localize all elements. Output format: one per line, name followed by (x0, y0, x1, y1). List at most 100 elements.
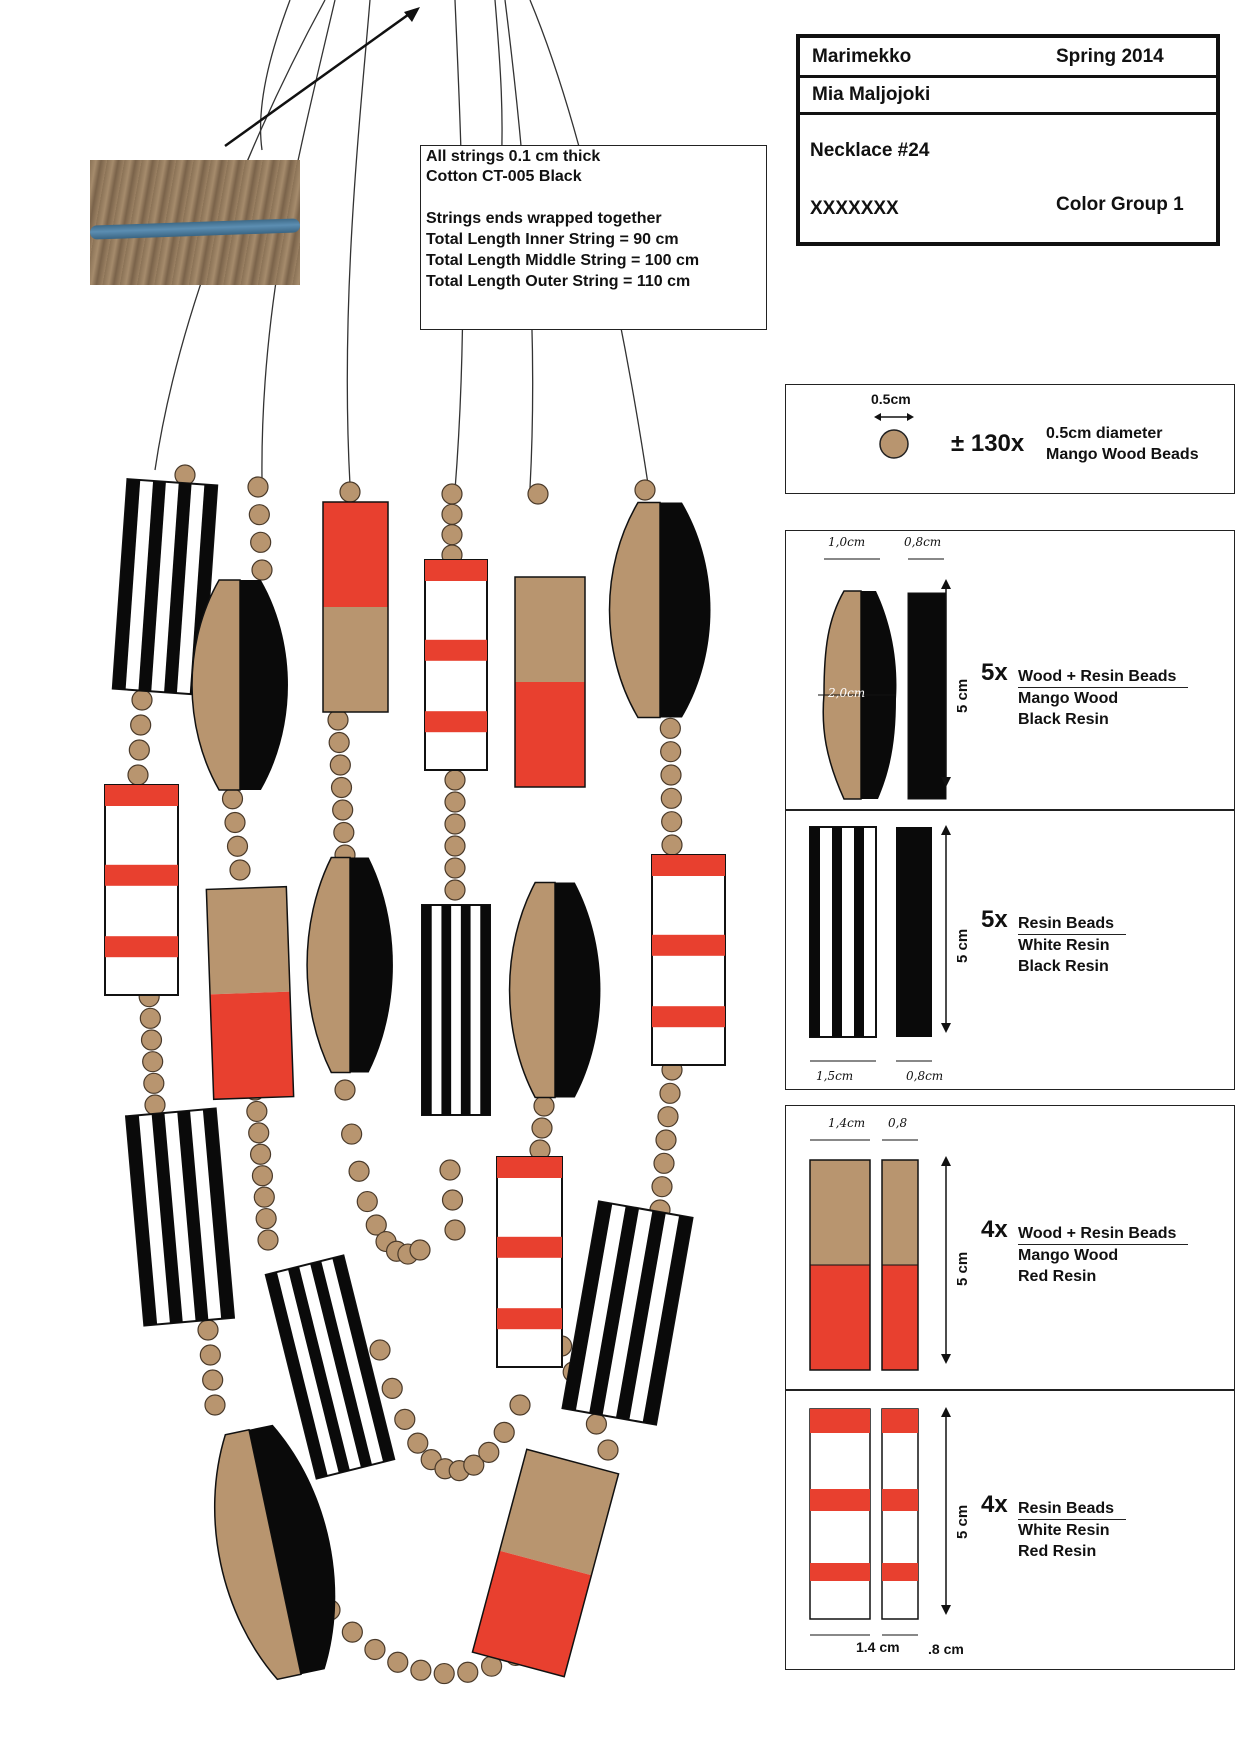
small-wood-bead (441, 483, 463, 505)
small-wood-bead (247, 476, 269, 498)
small-wood-bead (332, 799, 354, 821)
length-arrow (941, 825, 951, 1033)
spec-line: Total Length Inner String = 90 cm (426, 231, 679, 248)
small-wood-bead (407, 1432, 429, 1454)
length-arrow (941, 1156, 951, 1364)
width-a-label: 1,4cm (828, 1116, 866, 1130)
small-wood-bead (463, 1454, 485, 1476)
small-wood-bead (444, 857, 466, 879)
string-swatch-image (89, 160, 301, 285)
swatch-arrow-head (404, 7, 420, 22)
bead-quantity: 5x (981, 659, 1008, 686)
small-wood-bead (444, 791, 466, 813)
small-wood-bead (144, 1094, 166, 1116)
small-wood-bead (410, 1659, 432, 1681)
bead-quantity: 4x (981, 1216, 1008, 1243)
small-wood-bead (441, 503, 463, 525)
wood-red-resin-bead (514, 576, 586, 788)
small-wood-bead (444, 769, 466, 791)
white-red-resin-bead (104, 784, 179, 996)
bead-title: Wood + Resin Beads (1018, 1223, 1189, 1245)
small-wood-bead (657, 1106, 679, 1128)
designer-name: Mia Maljojoki (812, 84, 931, 105)
small-wood-bead (142, 1051, 164, 1073)
width-b-label: .8 cm (928, 1641, 964, 1657)
white-red-bead-drawing (809, 1408, 919, 1636)
small-wood-bead (651, 1176, 673, 1198)
legend-wood-red-beads: 1,4cm 0,8 5 cm 4x Wood + Resin Beads Man… (785, 1105, 1235, 1390)
small-wood-bead (253, 1186, 275, 1208)
small-wood-bead (659, 1082, 681, 1104)
wood-black-resin-bead (608, 501, 711, 719)
small-bead-line2: Mango Wood Beads (1046, 446, 1199, 463)
length-arrow (941, 579, 951, 787)
small-wood-bead (509, 1394, 531, 1416)
item-name: Necklace #24 (810, 140, 930, 161)
small-wood-bead (197, 1319, 219, 1341)
small-wood-bead (327, 709, 349, 731)
spec-line: Cotton CT-005 Black (426, 168, 582, 185)
title-row: Marimekko Spring 2014 (800, 38, 1216, 78)
bead-material1: White Resin (1018, 937, 1110, 954)
white-black-bead-drawing (809, 826, 932, 1062)
small-wood-bead (257, 1229, 279, 1251)
width-a-label: 1.4 cm (856, 1639, 900, 1655)
small-wood-bead (139, 1007, 161, 1029)
bead-material1: White Resin (1018, 1522, 1110, 1539)
small-wood-bead (527, 483, 549, 505)
bead-description: Wood + Resin Beads Mango Wood Black Resi… (1018, 666, 1189, 730)
small-wood-bead (328, 731, 350, 754)
length-label: 5 cm (954, 1251, 971, 1286)
swatch-arrow (224, 10, 413, 148)
small-wood-bead (441, 1189, 464, 1211)
small-wood-bead (221, 788, 244, 810)
small-wood-bead (661, 811, 683, 833)
necklace-sketch (104, 0, 726, 1685)
small-wood-bead (444, 813, 466, 835)
white-black-resin-bead (264, 1254, 396, 1480)
width-a-label: 1,0cm (828, 535, 866, 549)
small-wood-bead (251, 1165, 274, 1187)
small-bead-line1: 0.5cm diameter (1046, 425, 1163, 442)
small-wood-bead (409, 1239, 431, 1261)
wood-red-resin-bead (322, 501, 389, 713)
wood-black-bead-drawing (818, 558, 947, 800)
spec-line: Total Length Middle String = 100 cm (426, 252, 700, 269)
white-black-resin-bead (124, 1107, 236, 1327)
small-wood-bead (250, 531, 272, 553)
blue-cord (89, 218, 301, 240)
small-wood-bead (655, 1129, 677, 1151)
small-wood-bead (457, 1661, 479, 1683)
bead-material2: Red Resin (1018, 1543, 1097, 1560)
small-wood-bead (348, 1160, 370, 1182)
small-wood-bead (597, 1439, 619, 1461)
small-wood-bead (128, 739, 150, 761)
wood-red-resin-bead (471, 1448, 620, 1678)
wood-black-resin-bead (191, 579, 288, 791)
small-bead-quantity: ± 130x (951, 430, 1025, 457)
bead-description: Wood + Resin Beads Mango Wood Red Resin (1018, 1223, 1189, 1287)
bead-description: Resin Beads White Resin Red Resin (1018, 1498, 1127, 1562)
small-wood-bead (356, 1190, 378, 1213)
length-arrow (941, 1407, 951, 1615)
spec-line: Strings ends wrapped together (426, 210, 662, 227)
small-bead-description: 0.5cm diameter Mango Wood Beads (1046, 423, 1199, 465)
small-wood-bead (204, 1394, 226, 1416)
small-wood-bead (130, 714, 152, 736)
legend-small-beads: 0.5cm ± 130x 0.5cm diameter Mango Wood B… (785, 384, 1235, 494)
small-wood-bead (249, 1143, 272, 1165)
small-bead-icon (874, 413, 914, 459)
necklace-string (346, 0, 371, 486)
small-wood-bead (333, 821, 355, 844)
small-wood-bead (394, 1408, 416, 1431)
legend-white-red-beads: 1.4 cm .8 cm 5 cm 4x Resin Beads White R… (785, 1390, 1235, 1670)
width-a-label: 1,5cm (816, 1069, 854, 1083)
small-wood-bead (341, 1621, 363, 1643)
width-b-label: 0,8 (888, 1116, 908, 1130)
spec-line: Total Length Outer String = 110 cm (426, 273, 691, 290)
bead-material1: Mango Wood (1018, 690, 1119, 707)
small-wood-bead (143, 1072, 165, 1094)
small-wood-bead (493, 1421, 515, 1443)
bead-quantity: 5x (981, 906, 1008, 933)
small-wood-bead (433, 1662, 455, 1685)
